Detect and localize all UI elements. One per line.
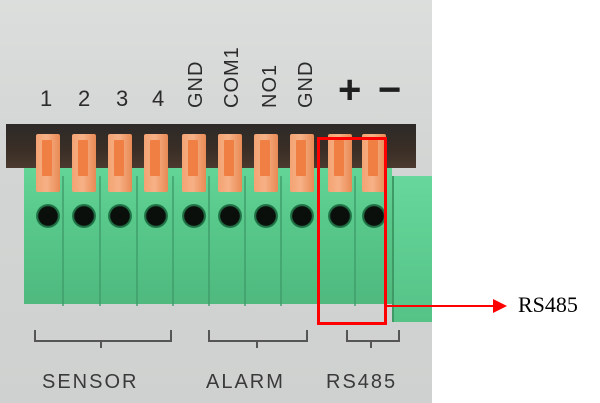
slot-divider (172, 176, 174, 306)
wire-hole-gnd-1 (182, 204, 206, 228)
release-lever-gnd-1 (182, 134, 206, 192)
terminal-end-cap (392, 176, 432, 322)
callout-arrow-head (493, 299, 507, 313)
release-lever-plus (328, 134, 352, 192)
pin-label-com1: COM1 (221, 46, 243, 108)
pin-label-4: 4 (152, 86, 165, 111)
rs485-bracket-tick (370, 340, 372, 348)
sensor-bracket-tick (100, 340, 102, 348)
release-lever-com1 (218, 134, 242, 192)
alarm-bracket (208, 330, 308, 342)
pin-label-no1: NO1 (259, 63, 281, 108)
slot-divider (244, 176, 246, 306)
wire-hole-no1 (254, 204, 278, 228)
slot-divider (208, 176, 210, 306)
rs485-highlight-box (317, 137, 387, 325)
slot-divider (354, 176, 356, 306)
wire-hole-gnd-2 (290, 204, 314, 228)
slot-divider (280, 176, 282, 306)
release-lever-no1 (254, 134, 278, 192)
group-label-sensor: SENSOR (42, 371, 139, 393)
wire-hole-plus (328, 204, 352, 228)
pin-label-gnd-1: GND (185, 60, 207, 108)
rs485-bracket (346, 330, 400, 342)
release-lever-4 (144, 134, 168, 192)
pin-label-gnd-2: GND (295, 60, 317, 108)
pin-label-3: 3 (116, 86, 129, 111)
alarm-bracket-tick (256, 340, 258, 348)
group-label-alarm: ALARM (206, 371, 285, 393)
wire-hole-2 (72, 204, 96, 228)
release-lever-2 (72, 134, 96, 192)
pin-label-2: 2 (78, 86, 91, 111)
slot-divider (62, 176, 64, 306)
callout-arrow-line (387, 305, 495, 307)
callout-label: RS485 (518, 292, 578, 317)
pin-label-1: 1 (40, 86, 53, 111)
wire-hole-com1 (218, 204, 242, 228)
release-lever-gnd-2 (290, 134, 314, 192)
wire-hole-minus (362, 204, 386, 228)
minus-sign: − (378, 68, 402, 112)
release-lever-minus (362, 134, 386, 192)
plus-sign: + (338, 68, 362, 112)
group-label-rs485: RS485 (326, 371, 398, 393)
release-lever-1 (36, 134, 60, 192)
slot-divider (99, 176, 101, 306)
release-lever-3 (108, 134, 132, 192)
wire-hole-1 (36, 204, 60, 228)
terminal-block-photo: 1 2 3 4 GND COM1 NO1 GND + − SENSOR ALAR… (0, 0, 432, 403)
wire-hole-3 (108, 204, 132, 228)
slot-divider (136, 176, 138, 306)
sensor-bracket (34, 330, 172, 342)
wire-hole-4 (144, 204, 168, 228)
